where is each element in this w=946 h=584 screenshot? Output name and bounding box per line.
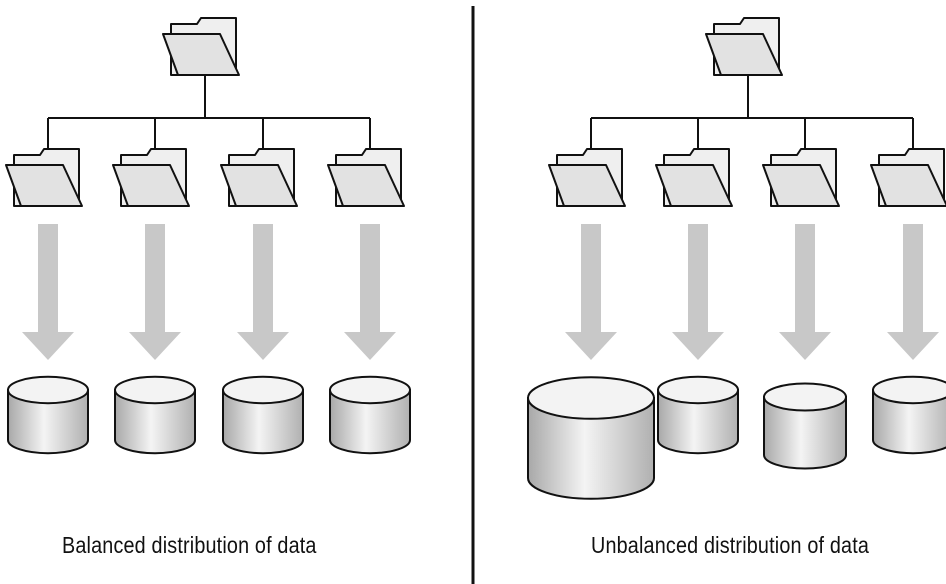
down-arrow-icon xyxy=(779,224,831,360)
database-cylinder-icon xyxy=(657,375,739,455)
down-arrow-icon xyxy=(237,224,289,360)
down-arrow-icon xyxy=(887,224,939,360)
child-folder-icon xyxy=(5,148,83,207)
balanced-caption: Balanced distribution of data xyxy=(62,532,317,558)
database-cylinder-icon xyxy=(329,375,411,455)
child-folder-icon xyxy=(870,148,946,207)
down-arrow-icon xyxy=(22,224,74,360)
root-folder-icon xyxy=(705,17,783,76)
down-arrow-icon xyxy=(672,224,724,360)
down-arrow-icon xyxy=(565,224,617,360)
database-cylinder-icon xyxy=(872,375,946,455)
database-cylinder-icon xyxy=(222,375,304,455)
database-cylinder-icon xyxy=(7,375,89,455)
child-folder-icon xyxy=(220,148,298,207)
child-folder-icon xyxy=(112,148,190,207)
unbalanced-caption: Unbalanced distribution of data xyxy=(591,532,870,558)
database-cylinder-icon xyxy=(527,376,655,500)
balanced-panel xyxy=(5,17,411,455)
down-arrow-icon xyxy=(344,224,396,360)
unbalanced-panel xyxy=(527,17,946,500)
child-folder-icon xyxy=(327,148,405,207)
down-arrow-icon xyxy=(129,224,181,360)
child-folder-icon xyxy=(762,148,840,207)
database-cylinder-icon xyxy=(763,382,847,470)
child-folder-icon xyxy=(655,148,733,207)
database-cylinder-icon xyxy=(114,375,196,455)
root-folder-icon xyxy=(162,17,240,76)
child-folder-icon xyxy=(548,148,626,207)
